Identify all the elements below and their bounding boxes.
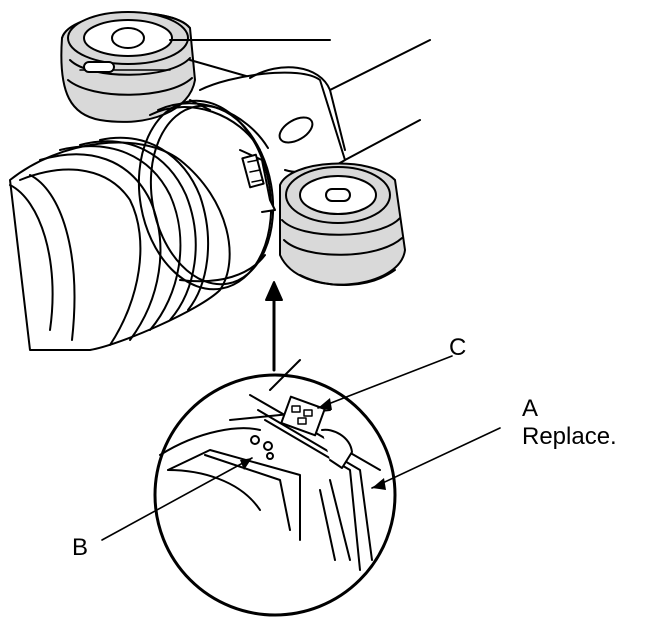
detail-arrow [265,281,283,372]
shock-body [169,39,431,173]
callout-c: C [449,334,467,361]
lower-bushing-right [279,162,406,287]
leader-arrowheads [240,398,386,490]
callout-a: A [522,395,539,422]
callout-b: B [72,534,89,561]
upper-bushing-left [60,11,196,123]
dust-boot [9,136,231,351]
leader-b [101,457,253,541]
detail-magnifier [153,359,397,617]
callout-a-note: Replace. [522,423,617,450]
boot-band-upper [137,99,276,291]
leader-lines [101,355,501,541]
leader-c [317,355,453,409]
leader-a [371,427,501,489]
